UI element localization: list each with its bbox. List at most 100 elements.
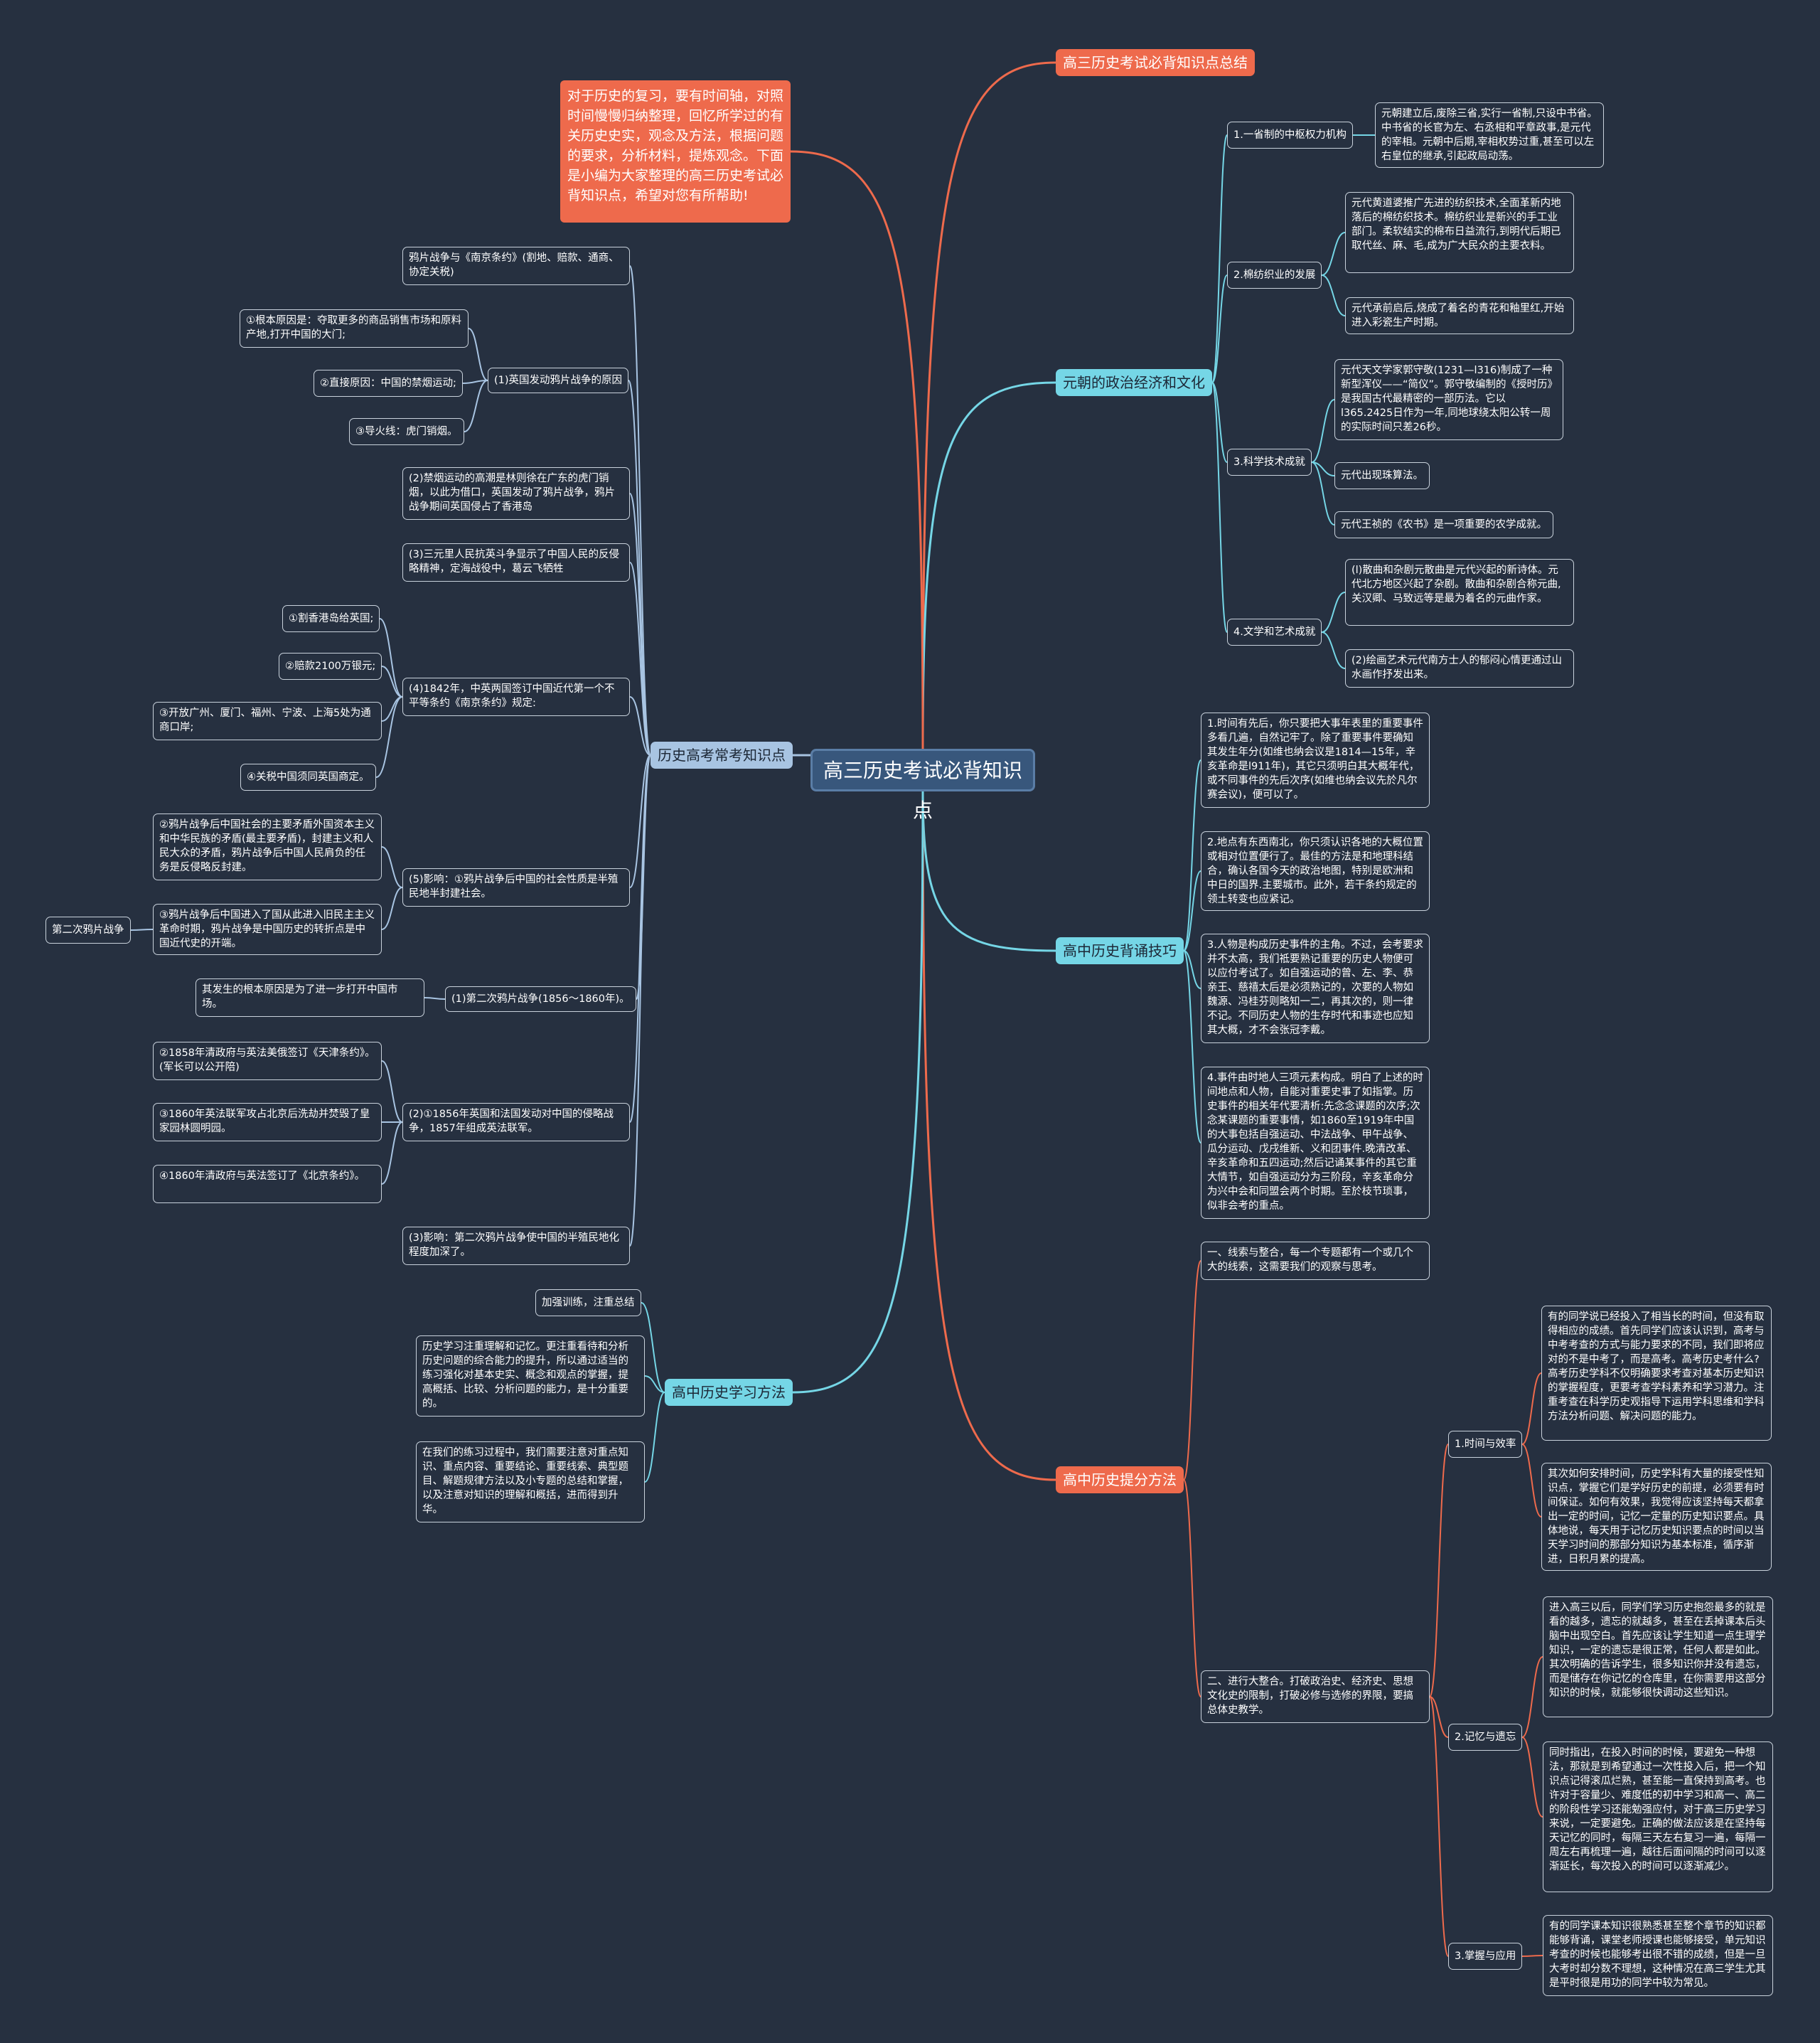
yuan-item-3[interactable]: 3.科学技术成就	[1227, 449, 1312, 476]
second-opium-war[interactable]: 第二次鸦片战争	[46, 917, 131, 944]
study-method-1: 加强训练，注重总结	[535, 1289, 641, 1316]
connector	[1211, 274, 1228, 383]
recite-tip-2: 2.地点有东西南北，你只须认识各地的大概位置或相对位置便行了。最佳的方法是和地理…	[1201, 831, 1430, 911]
opium-causes[interactable]: (1)英国发动鸦片战争的原因	[488, 368, 629, 393]
connector	[464, 380, 488, 432]
branch-study-methods[interactable]: 高中历史学习方法	[665, 1379, 793, 1406]
connector	[1183, 1479, 1201, 1697]
connector	[1183, 950, 1201, 989]
branch-recite-tips[interactable]: 高中历史背诵技巧	[1056, 937, 1184, 964]
yuan-note-3c: 元代王祯的《农书》是一项重要的农学成就。	[1334, 511, 1553, 538]
study-method-2: 历史学习注重理解和记忆。更注重看待和分析历史问题的综合能力的提升，所以通过适当的…	[416, 1335, 645, 1417]
connector	[628, 380, 651, 756]
connector	[1521, 1656, 1543, 1738]
yuan-note-3b: 元代出现珠算法。	[1334, 462, 1430, 489]
second-war-cause: 其发生的根本原因是为了进一步打开中国市场。	[196, 978, 424, 1017]
connector	[1321, 274, 1346, 316]
opium-treaty-summary: 鸦片战争与《南京条约》(割地、赔款、通商、协定关税)	[402, 247, 630, 285]
yuan-note-4b: (2)绘画艺术元代南方士人的郁闷心情更通过山水画作抒发出来。	[1345, 649, 1574, 688]
branch-summary[interactable]: 高三历史考试必背知识点总结	[1056, 49, 1255, 76]
root-node[interactable]: 高三历史考试必背知识点	[810, 749, 1035, 822]
connector	[1311, 399, 1335, 463]
treaty-term-1: ①割香港岛给英国;	[282, 605, 380, 632]
connector	[1429, 1444, 1449, 1697]
connector	[130, 929, 154, 931]
recite-tip-4: 4.事件由时地人三项元素构成。明白了上述的时间地点和人物，自能对重要史事了如指掌…	[1201, 1067, 1430, 1219]
improve-memory[interactable]: 2.记忆与遗忘	[1448, 1724, 1523, 1751]
second-war-invasion[interactable]: (2)①1856年英国和法国发动对中国的侵略战争，1857年组成英法联军。	[402, 1103, 630, 1141]
improve-memory-note-2: 同时指出，在投入时间的时候，要避免一种想法，那就是到希望通过一次性投入后，把一个…	[1543, 1741, 1773, 1892]
opium-resistance: (3)三元里人民抗英斗争显示了中国人民的反侵略精神，定海战役中，葛云飞牺牲	[402, 543, 630, 582]
yuan-item-4[interactable]: 4.文学和艺术成就	[1227, 619, 1322, 646]
connector	[381, 887, 403, 930]
branch-yuan-culture[interactable]: 元朝的政治经济和文化	[1056, 369, 1212, 396]
opium-impact[interactable]: (5)影响：①鸦片战争后中国的社会性质是半殖民地半封建社会。	[402, 868, 630, 907]
connector	[629, 562, 651, 756]
connector	[1429, 1696, 1449, 1957]
connector	[1211, 134, 1228, 383]
connector	[381, 1060, 403, 1123]
second-war-dates[interactable]: (1)第二次鸦片战争(1856～1860年)。	[445, 986, 636, 1012]
connector	[1183, 950, 1201, 1143]
connector	[792, 791, 924, 1394]
yuan-item-2[interactable]: 2.棉纺织业的发展	[1227, 262, 1322, 289]
second-war-effect: (3)影响：第二次鸦片战争使中国的半殖民地化程度加深了。	[402, 1227, 630, 1265]
connector	[424, 997, 446, 1000]
connector	[379, 618, 403, 698]
connector	[1211, 382, 1228, 463]
improve-mastery-note: 有的同学课本知识很熟悉甚至整个章节的知识都能够背诵，课堂老师授课也能够接受，单元…	[1543, 1915, 1773, 1996]
connector	[1521, 1444, 1542, 1517]
connector	[629, 265, 651, 756]
connector	[381, 666, 403, 698]
connector	[629, 754, 651, 1123]
yuan-note-4a: (l)散曲和杂剧元散曲是元代兴起的新诗体。元代北方地区兴起了杂剧。散曲和杂剧合称…	[1345, 559, 1574, 626]
opium-cause-2: ②直接原因：中国的禁烟运动;	[314, 370, 463, 397]
connector	[462, 380, 488, 384]
connector	[644, 1392, 665, 1483]
impact-note-1: ②鸦片战争后中国社会的主要矛盾外国资本主义和中华民族的矛盾(最主要矛盾)，封建主…	[153, 814, 382, 880]
treaty-term-4: ④关税中国须同英国商定。	[240, 764, 376, 791]
connector	[1521, 1737, 1543, 1818]
yuan-note-2b: 元代承前启后,烧成了着名的青花和釉里红,开始进入彩瓷生产时期。	[1345, 297, 1574, 334]
yuan-note-2a: 元代黄道婆推广先进的纺织技术,全面革新内地落后的棉纺织技术。棉纺织业是新兴的手工…	[1345, 192, 1574, 273]
yuan-note-3a: 元代天文学家郭守敬(1231—l316)制成了一种新型浑仪——“简仪”。郭守敬编…	[1334, 359, 1563, 440]
connector	[1321, 232, 1346, 276]
connector	[1211, 382, 1228, 633]
study-method-3: 在我们的练习过程中，我们需要注意对重点知识、重点内容、重要结论、重要线索、典型题…	[416, 1441, 645, 1522]
branch-exam-knowledge[interactable]: 历史高考常考知识点	[651, 742, 793, 769]
improve-part-1: 一、线索与整合，每一个专题都有一个或几个大的线索，这需要我们的观察与思考。	[1201, 1242, 1430, 1280]
opium-nanjing-treaty[interactable]: (4)1842年，中英两国签订中国近代第一个不平等条约《南京条约》规定:	[402, 678, 630, 716]
connector	[629, 754, 651, 1247]
yuan-item-1[interactable]: 1.一省制的中枢权力机构	[1227, 122, 1353, 149]
opium-cause-1: ①根本原因是：夺取更多的商品销售市场和原料产地,打开中国的大门;	[240, 309, 469, 348]
recite-tip-3: 3.人物是构成历史事件的主角。不过，会考要求并不太高，我们祗要熟记重要的历史人物…	[1201, 934, 1430, 1043]
invasion-note-1: ②1858年清政府与英法美俄签订《天津条约》。(军长可以公开陪)	[153, 1042, 382, 1080]
opium-ban: (2)禁烟运动的高潮是林则徐在广东的虎门销烟，以此为借口，英国发动了鸦片战争，鸦…	[402, 467, 630, 520]
invasion-note-3: ④1860年清政府与英法签订了《北京条约》。	[153, 1165, 382, 1203]
connector	[1183, 759, 1201, 951]
improve-part-2: 二、进行大整合。打破政治史、经济史、思想文化史的限制，打破必修与选修的界限，要搞…	[1201, 1670, 1430, 1723]
connector	[629, 696, 651, 756]
connector	[381, 846, 403, 888]
connector	[921, 381, 1056, 750]
connector	[1321, 631, 1346, 669]
connector	[921, 791, 1056, 952]
improve-time-note-2: 其次如何安排时间，历史学科有大量的接受性知识点，掌握它们是学好历史的前提，必须要…	[1541, 1463, 1772, 1571]
intro-note: 对于历史的复习，要有时间轴，对照时间慢慢归纳整理，回忆所学过的有关历史史实，观念…	[560, 80, 791, 223]
connector	[1521, 1372, 1542, 1445]
impact-note-2: ③鸦片战争后中国进入了国从此进入旧民主主义革命时期，鸦片战争是中国历史的转折点是…	[153, 904, 382, 955]
connector	[1429, 1696, 1449, 1738]
connector	[644, 1375, 665, 1393]
opium-cause-3: ③导火线：虎门销烟。	[349, 418, 464, 445]
connector	[375, 696, 403, 778]
improve-time-efficiency[interactable]: 1.时间与效率	[1448, 1431, 1523, 1458]
connector	[381, 1121, 403, 1185]
recite-tip-1: 1.时间有先后，你只要把大事年表里的重要事件多看几遍，自然记牢了。除了重要事件要…	[1201, 713, 1430, 808]
connector	[921, 61, 1056, 750]
branch-score-improvement[interactable]: 高中历史提分方法	[1056, 1466, 1184, 1493]
connector	[629, 754, 651, 888]
treaty-term-2: ②赔款2100万银元;	[279, 653, 382, 680]
improve-mastery[interactable]: 3.掌握与应用	[1448, 1943, 1523, 1970]
improve-time-note-1: 有的同学说已经投入了相当长的时间，但没有取得相应的成绩。首先同学们应该认识到，高…	[1541, 1306, 1772, 1441]
